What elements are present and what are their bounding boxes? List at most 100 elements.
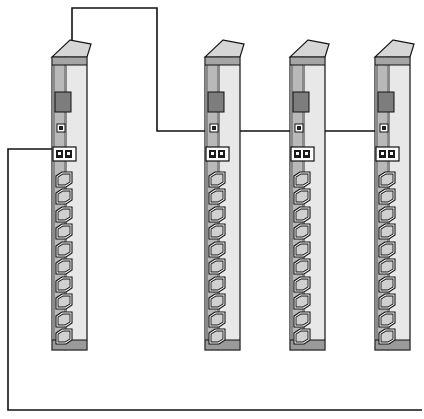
outlet (208, 293, 226, 310)
pdu-3 (288, 39, 330, 351)
outlet-socket (210, 330, 224, 343)
pdu-top-cap (288, 39, 330, 58)
outlet-socket (380, 260, 394, 273)
network-port-pin (211, 152, 214, 155)
outlet-socket (295, 260, 309, 273)
outlet (293, 258, 311, 275)
outlet (55, 223, 73, 240)
outlet-socket (57, 173, 71, 186)
outlet-socket (57, 225, 71, 238)
outlet-socket (210, 190, 224, 203)
outlet (55, 206, 73, 223)
outlet-socket (210, 225, 224, 238)
outlet (55, 293, 73, 310)
outlet (293, 206, 311, 223)
outlet-socket (380, 225, 394, 238)
outlet-socket (210, 173, 224, 186)
outlet-socket (295, 295, 309, 308)
pdu-corner-trim (375, 57, 378, 350)
outlet (293, 223, 311, 240)
outlet (378, 258, 396, 275)
outlet-socket (380, 243, 394, 256)
pdu-units (50, 39, 415, 351)
outlet-socket (380, 278, 394, 291)
outlet (55, 311, 73, 328)
outlet-socket (210, 278, 224, 291)
outlet-socket (295, 278, 309, 291)
pdu-4 (373, 39, 415, 351)
outlet (208, 328, 226, 345)
display-screen (377, 91, 395, 113)
outlet (55, 171, 73, 188)
outlet (208, 258, 226, 275)
network-port-pin (390, 152, 393, 155)
outlet (293, 171, 311, 188)
outlet-socket (380, 295, 394, 308)
pdu-top-cap (203, 39, 245, 58)
pdu-corner-trim (52, 57, 55, 350)
outlet-socket (57, 313, 71, 326)
outlet (378, 223, 396, 240)
pdu-top-band (51, 56, 88, 66)
outlet (208, 223, 226, 240)
display-screen (207, 91, 225, 113)
outlet (208, 171, 226, 188)
outlet-socket (57, 260, 71, 273)
usb-port-inner (212, 126, 216, 130)
outlet (378, 206, 396, 223)
outlet-socket (57, 190, 71, 203)
outlet-socket (210, 295, 224, 308)
outlet (378, 188, 396, 205)
network-port-pin (220, 152, 223, 155)
network-cables (7, 7, 422, 411)
pdu-1 (50, 39, 92, 351)
outlet-socket (380, 190, 394, 203)
pdu-corner-trim (290, 57, 293, 350)
usb-port-inner (297, 126, 301, 130)
outlet (293, 311, 311, 328)
outlet (208, 188, 226, 205)
outlet-socket (295, 208, 309, 221)
outlet (293, 293, 311, 310)
outlet-socket (380, 208, 394, 221)
outlet (55, 241, 73, 258)
outlet-socket (210, 208, 224, 221)
network-port-pin (381, 152, 384, 155)
outlet-socket (295, 225, 309, 238)
outlet (378, 311, 396, 328)
outlet (293, 276, 311, 293)
usb-port-inner (382, 126, 386, 130)
outlet (55, 188, 73, 205)
outlet-socket (295, 173, 309, 186)
outlet-socket (57, 208, 71, 221)
outlet (55, 276, 73, 293)
pdu-top-cap (373, 39, 415, 58)
outlet (378, 276, 396, 293)
outlet-socket (295, 313, 309, 326)
outlet (293, 188, 311, 205)
outlet (208, 276, 226, 293)
outlet (378, 293, 396, 310)
network-port-pin (67, 152, 70, 155)
usb-port-inner (59, 126, 63, 130)
outlet-socket (380, 313, 394, 326)
outlet (378, 241, 396, 258)
outlet (55, 258, 73, 275)
pdu-top-band (374, 56, 411, 66)
pdu-top-band (289, 56, 326, 66)
outlet-socket (57, 278, 71, 291)
cable-pdu-1-around-bottom (7, 148, 422, 411)
outlet-socket (295, 243, 309, 256)
cable-pdu-1-to-pdu-2 (71, 7, 221, 132)
network-port-pin (296, 152, 299, 155)
outlet (208, 206, 226, 223)
outlet-socket (295, 190, 309, 203)
outlet-socket (210, 313, 224, 326)
outlet-socket (210, 243, 224, 256)
outlet (208, 241, 226, 258)
outlet (293, 241, 311, 258)
network-port-pin (58, 152, 61, 155)
pdu-corner-trim (205, 57, 208, 350)
pdu-top-cap (50, 39, 92, 58)
